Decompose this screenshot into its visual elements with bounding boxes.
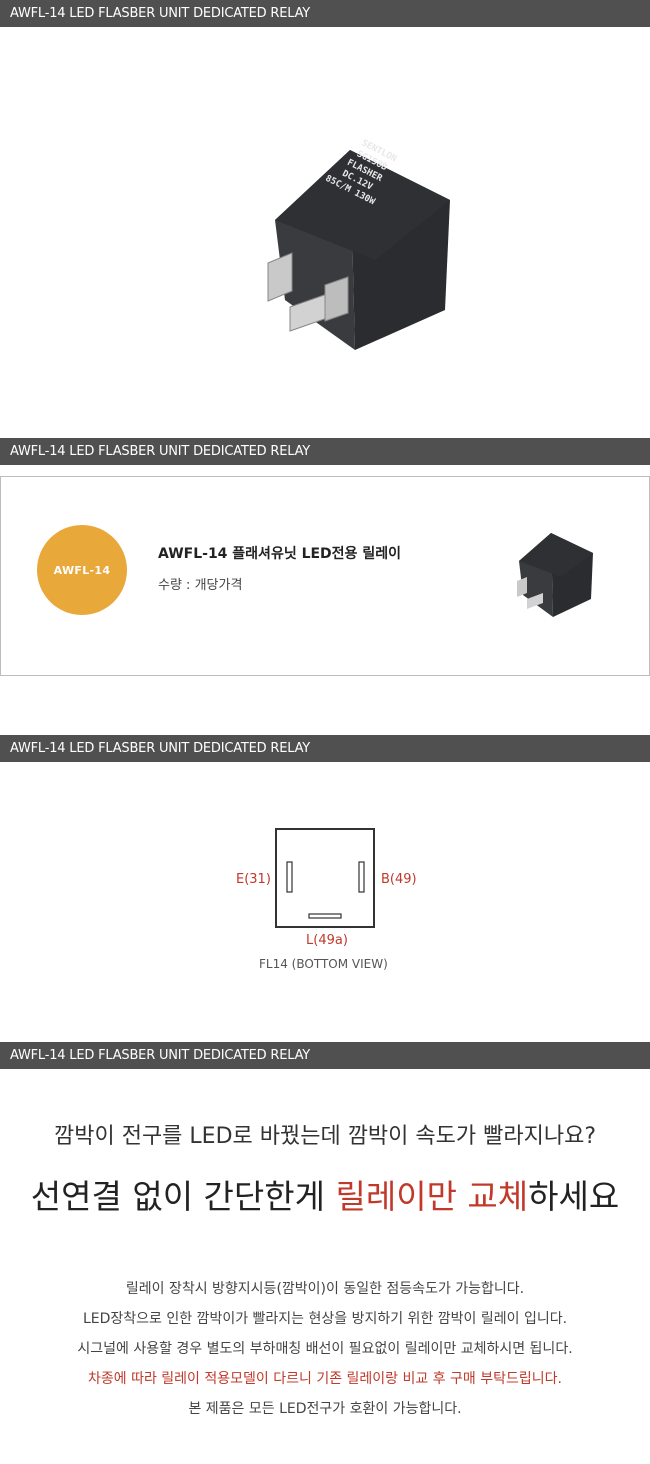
section-header-3: AWFL-14 LED FLASBER UNIT DEDICATED RELAY <box>0 735 650 762</box>
headline-post: 하세요 <box>528 1177 620 1216</box>
diagram-caption: FL14 (BOTTOM VIEW) <box>259 957 388 971</box>
model-badge: AWFL-14 <box>37 525 127 615</box>
desc-line-4-warning: 차종에 따라 릴레이 적용모델이 다르니 기존 릴레이랑 비교 후 구매 부탁드… <box>88 1371 562 1387</box>
quantity-note: 수량 : 개당가격 <box>158 578 243 593</box>
pin-label-l49a: L(49a) <box>306 933 348 948</box>
headline-highlight: 릴레이만 교체 <box>335 1177 529 1216</box>
relay-thumbnail <box>517 533 593 617</box>
desc-line-1: 릴레이 장착시 방향지시등(깜박이)이 동일한 점등속도가 가능합니다. <box>125 1281 525 1297</box>
product-info-box: AWFL-14 AWFL-14 플래셔유닛 LED전용 릴레이 수량 : 개당가… <box>0 476 650 676</box>
question-line: 깜박이 전구를 LED로 바꿨는데 깜박이 속도가 빨라지나요? <box>53 1124 596 1149</box>
desc-line-5: 본 제품은 모든 LED전구가 호환이 가능합니다. <box>188 1401 462 1417</box>
section-header-2: AWFL-14 LED FLASBER UNIT DEDICATED RELAY <box>0 438 650 465</box>
desc-line-3: 시그널에 사용할 경우 별도의 부하매칭 배선이 필요없이 릴레이만 교체하시면… <box>77 1341 573 1357</box>
relay-product-photo: SENTLON SG158B FLASHER DC.12V 85C/M 130W <box>267 138 450 350</box>
pin-label-e31: E(31) <box>236 872 271 887</box>
product-title: AWFL-14 플래셔유닛 LED전용 릴레이 <box>158 546 401 562</box>
desc-line-2: LED장착으로 인한 깜박이가 빨라지는 현상을 방지하기 위한 깜박이 릴레이… <box>82 1311 568 1327</box>
section-header-4: AWFL-14 LED FLASBER UNIT DEDICATED RELAY <box>0 1042 650 1069</box>
relay-bottom-outline <box>275 828 375 928</box>
section-header-1: AWFL-14 LED FLASBER UNIT DEDICATED RELAY <box>0 0 650 27</box>
headline-pre: 선연결 없이 간단한게 <box>30 1177 336 1216</box>
pin-label-b49: B(49) <box>381 872 417 887</box>
headline: 선연결 없이 간단한게 릴레이만 교체하세요 <box>0 1170 650 1218</box>
pin-diagram: E(31) B(49) L(49a) FL14 (BOTTOM VIEW) <box>0 790 650 990</box>
